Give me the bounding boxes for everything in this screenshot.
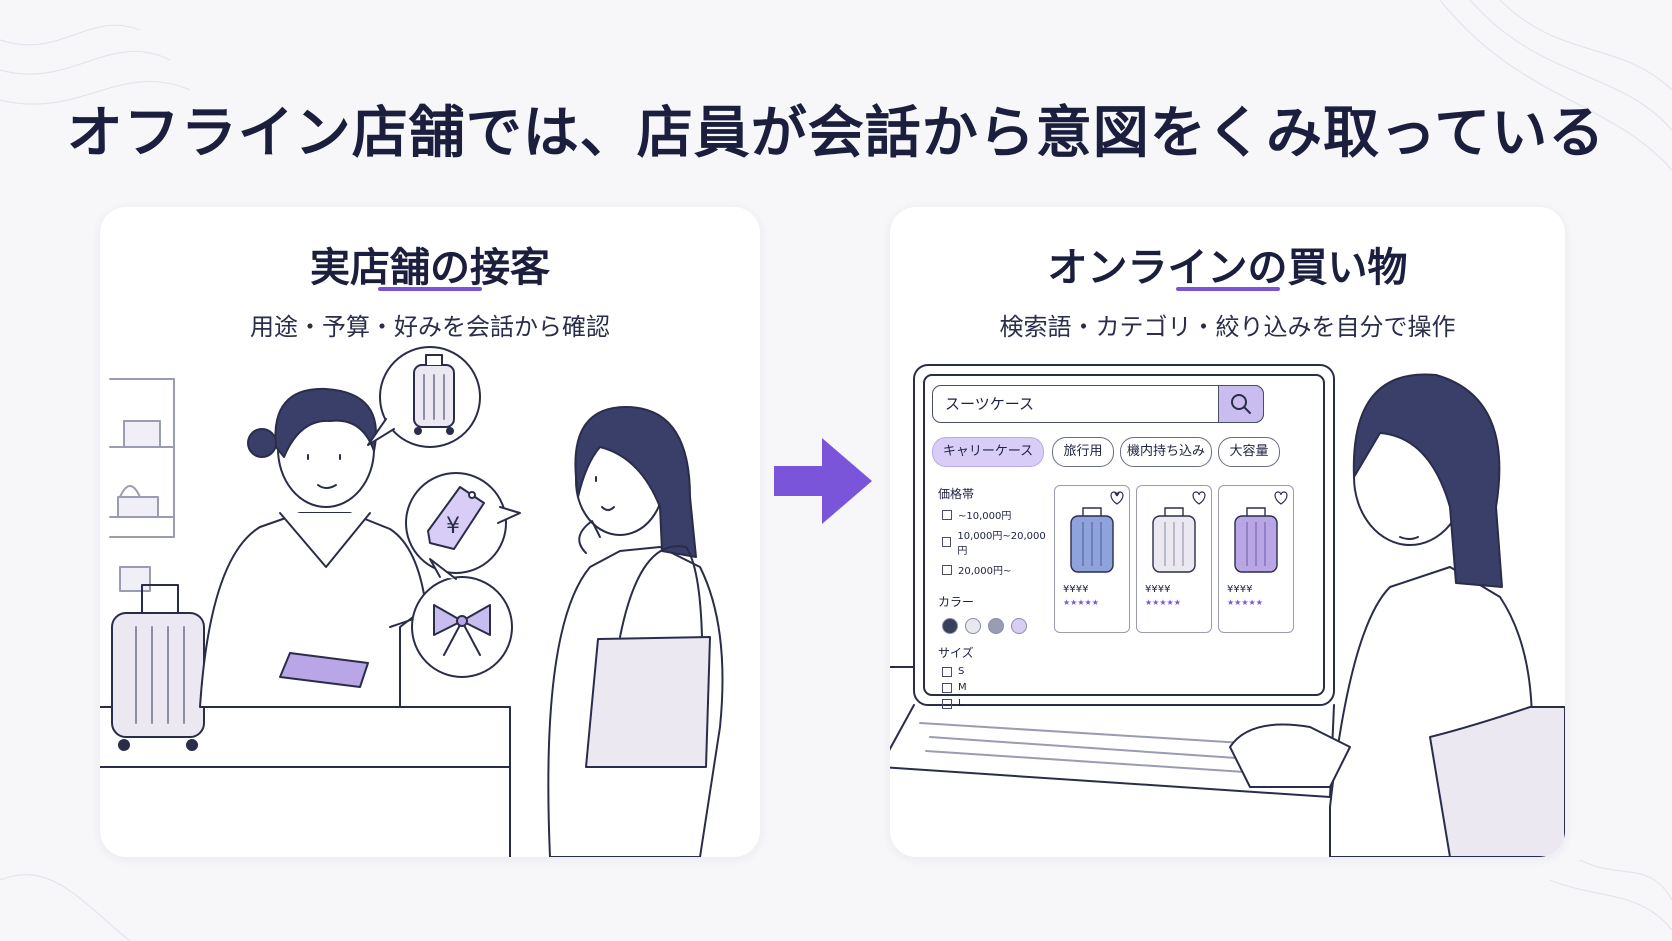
page-title: オフライン店舗では、店員が会話から意図をくみ取っている — [66, 101, 1606, 166]
store-illustration: ¥ — [100, 346, 724, 857]
search-query: スーツケース — [945, 395, 1034, 413]
suitcase-icon — [1070, 491, 1124, 573]
price-option[interactable]: ~10,000円 — [942, 507, 1048, 522]
size-option[interactable]: L — [942, 698, 1048, 709]
speech-bubble — [367, 346, 481, 448]
search-button[interactable] — [1218, 385, 1264, 423]
online-card: オンラインの買い物 検索語・カテゴリ・絞り込みを自分で操作 スーツケース — [890, 207, 1565, 857]
color-swatch[interactable] — [942, 618, 958, 634]
chip-large-capacity[interactable]: 大容量 — [1218, 437, 1280, 467]
price-filter-heading: 価格帯 — [938, 487, 975, 501]
chip-carry-on[interactable]: 機内持ち込み — [1120, 437, 1212, 467]
staff-figure — [199, 387, 457, 708]
suitcase-icon — [111, 584, 205, 751]
search-input[interactable]: スーツケース — [932, 385, 1264, 423]
suitcase-icon — [1234, 491, 1288, 573]
color-filter-heading: カラー — [938, 595, 975, 609]
chip-travel[interactable]: 旅行用 — [1052, 437, 1114, 467]
checkbox[interactable] — [942, 698, 952, 709]
card-title: 実店舗の接客 — [310, 245, 550, 291]
price-option[interactable]: 20,000円~ — [942, 562, 1048, 577]
checkbox[interactable] — [942, 666, 952, 677]
card-subtitle: 検索語・カテゴリ・絞り込みを自分で操作 — [999, 313, 1456, 341]
customer-figure — [547, 406, 724, 857]
color-swatch[interactable] — [965, 618, 981, 634]
shelf — [109, 378, 175, 592]
product-card[interactable]: ¥¥¥¥ ★★★★★ — [1218, 485, 1294, 633]
checkbox[interactable] — [942, 537, 952, 547]
ribbon-bubble — [411, 558, 513, 678]
title-underline — [1175, 287, 1280, 291]
product-card[interactable]: ¥¥¥¥ ★★★★★ — [1054, 485, 1130, 633]
in-store-card: 実店舗の接客 用途・予算・好みを会話から確認 — [100, 207, 760, 857]
checkbox[interactable] — [942, 682, 952, 693]
product-rating: ★★★★★ — [1227, 598, 1263, 607]
card-subtitle: 用途・予算・好みを会話から確認 — [250, 313, 610, 341]
price-option[interactable]: 10,000円~20,000円 — [942, 527, 1048, 557]
shopping-screen: スーツケース キャリーケース 旅行用 機内持ち込み 大容量 価格帯 ~10,00… — [932, 385, 1317, 709]
checkbox[interactable] — [942, 564, 952, 575]
product-price: ¥¥¥¥ — [1227, 584, 1253, 595]
card-title: オンラインの買い物 — [1047, 245, 1408, 291]
size-filter-heading: サイズ — [938, 646, 974, 660]
color-swatch[interactable] — [988, 618, 1004, 634]
price-tag-bubble: ¥ — [405, 472, 521, 574]
search-icon — [1231, 394, 1251, 414]
size-option[interactable]: S — [942, 666, 1048, 677]
product-rating: ★★★★★ — [1145, 598, 1181, 607]
filter-sidebar: 価格帯 ~10,000円 10,000円~20,000円 20,000円~ カラ… — [938, 483, 1048, 709]
chip-carry-case[interactable]: キャリーケース — [932, 437, 1044, 467]
color-swatch[interactable] — [1011, 618, 1027, 634]
color-swatches — [942, 618, 1048, 634]
checkbox[interactable] — [942, 509, 952, 520]
product-price: ¥¥¥¥ — [1063, 584, 1089, 595]
size-option[interactable]: M — [942, 682, 1048, 693]
arrow-right-icon — [774, 438, 872, 524]
product-rating: ★★★★★ — [1063, 598, 1099, 607]
svg-text:¥: ¥ — [446, 514, 460, 539]
title-underline — [378, 287, 482, 291]
suitcase-icon — [1152, 491, 1206, 573]
product-card[interactable]: ¥¥¥¥ ★★★★★ — [1136, 485, 1212, 633]
product-price: ¥¥¥¥ — [1145, 584, 1171, 595]
